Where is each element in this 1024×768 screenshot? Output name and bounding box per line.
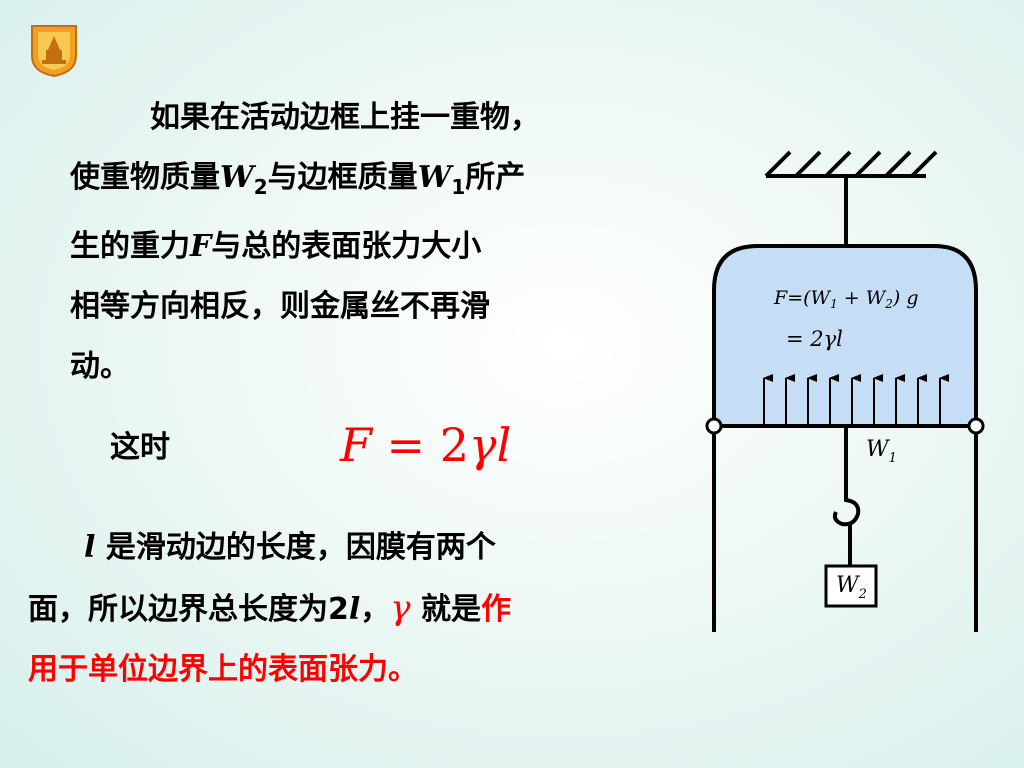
formula-eq: = 2 (371, 418, 469, 472)
definition-paragraph: l 是滑动边的长度，因膜有两个 面，所以边界总长度为2l，γ 就是作 用于单位边… (28, 518, 668, 700)
para2-red-a: 作 (481, 592, 512, 627)
label-w1-main: W (866, 437, 891, 462)
main-formula: F = 2γl (340, 418, 511, 472)
var-l-2: l (348, 592, 361, 627)
university-seal-logo (31, 25, 77, 78)
para2-text-c: 就是 (410, 592, 482, 627)
para1-line2b: 与边框质量 (267, 160, 418, 195)
liquid-film (712, 244, 978, 428)
para1-line4: 相等方向相反，则金属丝不再滑 (70, 289, 490, 324)
wire-frame-diagram: F=(W1 + W2) g = 2γl W1 W2 (705, 150, 985, 632)
label-w2-sub: 2 (858, 587, 867, 602)
sub-2: 2 (253, 175, 268, 199)
weight-w2-box (824, 564, 878, 608)
eq1-sub1: 1 (830, 297, 838, 311)
var-W2: W (220, 160, 254, 195)
label-w2-main: W (836, 573, 861, 598)
para2-red-b: 用于单位边界上的表面张力。 (28, 652, 418, 687)
para1-line3a: 生的重力 (70, 229, 190, 264)
para2-text-a: 是滑动边的长度，因膜有两个 (95, 530, 496, 565)
var-l: l (84, 530, 96, 565)
ceiling-support (764, 150, 938, 178)
para2-comma: ， (360, 592, 391, 627)
diagram-eq2: = 2γl (786, 327, 843, 351)
label-at-this-time: 这时 (110, 430, 170, 465)
para1-line3b: 与总的表面张力大小 (211, 229, 482, 264)
para2-text-b: 面，所以边界总长度为2 (28, 592, 349, 627)
left-pivot (705, 417, 723, 435)
para1-line1: 如果在活动边框上挂一重物， (150, 100, 540, 135)
eq1-sub2: 2 (884, 297, 893, 311)
label-w1: W1 (866, 437, 897, 466)
formula-l: l (496, 418, 512, 472)
var-W1: W (417, 160, 452, 195)
eq1-F: F (773, 287, 788, 309)
diagram-eq1: F=(W1 + W2) g (773, 287, 919, 311)
para1-line5: 动。 (70, 349, 130, 384)
explanation-paragraph: 如果在活动边框上挂一重物， 使重物质量W2与边框质量W1所产 生的重力F与总的表… (70, 88, 660, 397)
para1-line2a: 使重物质量 (70, 160, 220, 195)
label-w1-sub: 1 (889, 451, 897, 466)
sub-1: 1 (451, 175, 466, 199)
right-pivot (967, 417, 985, 435)
hook (832, 486, 861, 527)
eq1-rest: =(W (787, 287, 831, 309)
var-F: F (190, 229, 212, 264)
eq1-g: ) g (892, 287, 919, 309)
formula-gamma: γ (468, 418, 497, 472)
surface-tension-arrows (763, 374, 949, 424)
label-w2: W2 (836, 573, 867, 602)
var-gamma: γ (390, 588, 411, 628)
formula-F: F (340, 418, 372, 472)
para1-line2c: 所产 (465, 160, 526, 195)
eq1-plus: + W (838, 287, 887, 309)
